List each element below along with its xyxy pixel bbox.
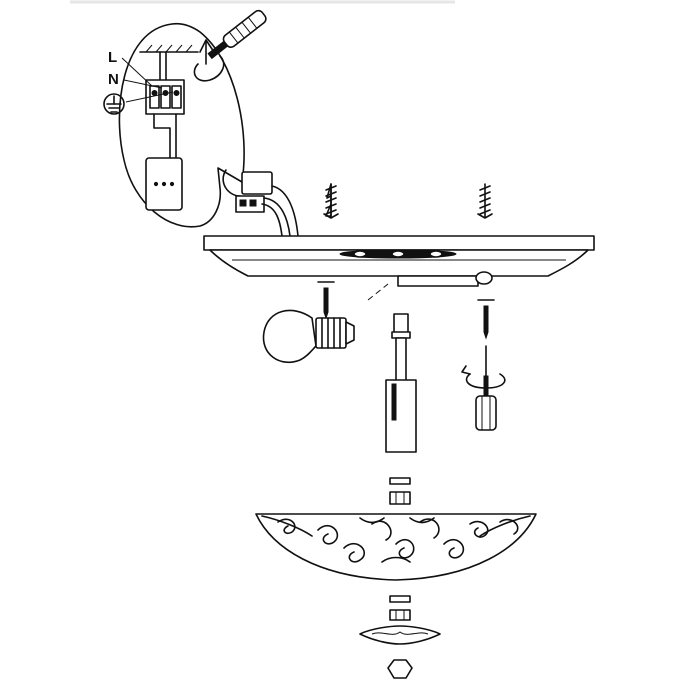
hex-nut [389, 491, 411, 505]
earth-ground-icon [103, 93, 125, 115]
glass-bowl-shade [255, 513, 537, 581]
washer [389, 477, 411, 485]
screwdriver-icon [475, 345, 497, 431]
screw-icon [477, 299, 495, 340]
hex-nut [389, 609, 411, 621]
washer [389, 595, 411, 603]
junction-box [145, 157, 183, 211]
wall-plug-icon [323, 183, 339, 219]
wiring-detail-callout: L N [103, 22, 245, 228]
connector-block [222, 169, 299, 237]
lamp-base-plate [203, 235, 595, 287]
wall-plug-icon [477, 183, 493, 219]
rotate-arrow-icon [461, 365, 506, 389]
decorative-rosette [359, 625, 441, 645]
finial-knob [387, 659, 413, 679]
light-bulb-icon [262, 309, 355, 364]
dashed-guide-line [367, 283, 389, 301]
threaded-rod [385, 313, 417, 453]
ceiling-hatch [139, 44, 199, 53]
live-label: L [108, 49, 117, 66]
base-ornament [339, 249, 457, 259]
bowl-ornament [277, 517, 519, 563]
screw-icon [317, 281, 335, 320]
rotate-arrow-icon [193, 39, 225, 82]
screwdriver-icon [207, 9, 267, 60]
neutral-label: N [108, 71, 119, 88]
